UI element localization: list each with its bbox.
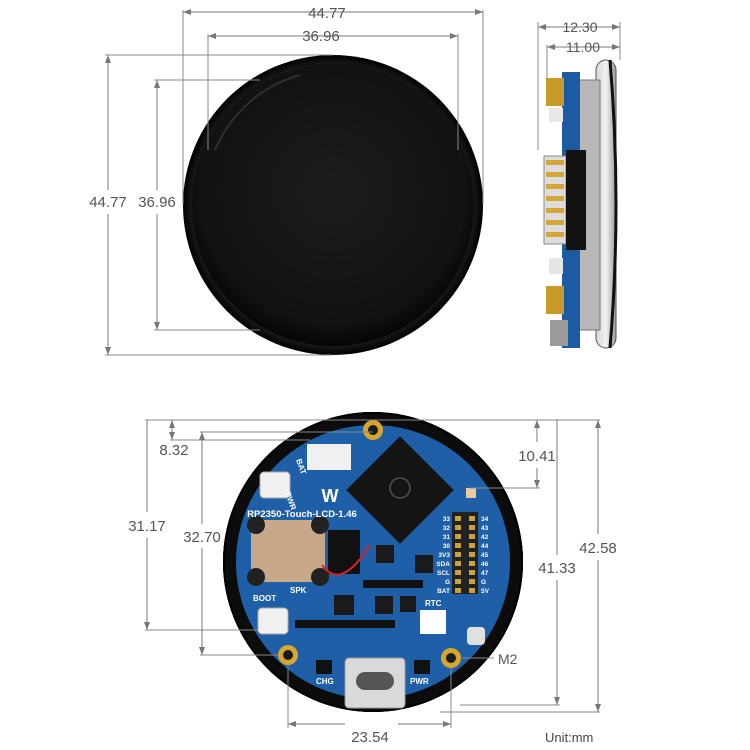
spk-label: SPK [290, 586, 307, 595]
dim-left-inner-height: 36.96 [138, 194, 176, 211]
svg-text:W: W [322, 486, 339, 506]
dim-left-outer-height: 44.77 [89, 194, 127, 211]
pwr-led-label: PWR [410, 677, 429, 686]
header-labels-right: 34 43 42 44 45 46 47 G 5V [481, 516, 490, 595]
svg-text:31: 31 [443, 534, 451, 541]
front-view [183, 55, 483, 355]
svg-text:BAT: BAT [437, 588, 450, 595]
svg-text:47: 47 [481, 570, 489, 577]
svg-text:46: 46 [481, 561, 489, 568]
dim-back-23-54: 23.54 [351, 729, 389, 746]
svg-text:42: 42 [481, 534, 489, 541]
dim-back-32-70: 32.70 [183, 529, 221, 546]
back-view: W [223, 412, 523, 712]
side-guides [537, 22, 621, 150]
svg-text:32: 32 [443, 525, 451, 532]
svg-text:33: 33 [443, 516, 451, 523]
dim-back-41-33: 41.33 [538, 560, 576, 577]
svg-text:34: 34 [481, 516, 489, 523]
dim-back-31-17: 31.17 [128, 518, 166, 535]
header-pins [452, 512, 478, 594]
display-glass [192, 64, 474, 346]
brand-logo [314, 484, 346, 506]
mount-holes [278, 420, 461, 668]
unit-label: Unit:mm [545, 730, 593, 745]
mount-hole-label: M2 [498, 651, 518, 667]
svg-text:G: G [481, 579, 486, 586]
svg-text:SCL: SCL [437, 570, 450, 577]
dim-top-outer-width: 44.77 [308, 5, 346, 22]
dim-side-depth-body: 11.00 [566, 39, 600, 55]
header-labels-left: 33 32 31 30 3V3 SDA SCL G BAT [436, 516, 450, 595]
speaker-pad [251, 520, 325, 582]
dim-back-42-58: 42.58 [579, 540, 617, 557]
svg-text:SDA: SDA [436, 561, 450, 568]
dim-back-10-41: 10.41 [518, 448, 556, 465]
chg-label: CHG [316, 677, 334, 686]
svg-text:G: G [445, 579, 450, 586]
dim-back-8-32: 8.32 [159, 442, 188, 459]
board-name-label: RP2350-Touch-LCD-1.46 [247, 509, 357, 520]
svg-text:44: 44 [481, 543, 489, 550]
dim-top-inner-width: 36.96 [302, 28, 340, 45]
battery-connector [307, 444, 351, 470]
boot-button [257, 607, 289, 635]
svg-text:5V: 5V [481, 588, 490, 595]
pwr-button [259, 471, 291, 499]
mcu-chip [346, 436, 454, 544]
back-guides [144, 419, 601, 728]
svg-text:43: 43 [481, 525, 489, 532]
rtc-label: RTC [425, 599, 442, 608]
boot-button-label: BOOT [253, 594, 276, 603]
svg-text:30: 30 [443, 543, 451, 550]
dim-side-depth-total: 12.30 [562, 19, 597, 35]
svg-text:3V3: 3V3 [438, 552, 450, 559]
side-view [543, 59, 618, 349]
svg-text:45: 45 [481, 552, 489, 559]
front-guides [105, 9, 484, 356]
